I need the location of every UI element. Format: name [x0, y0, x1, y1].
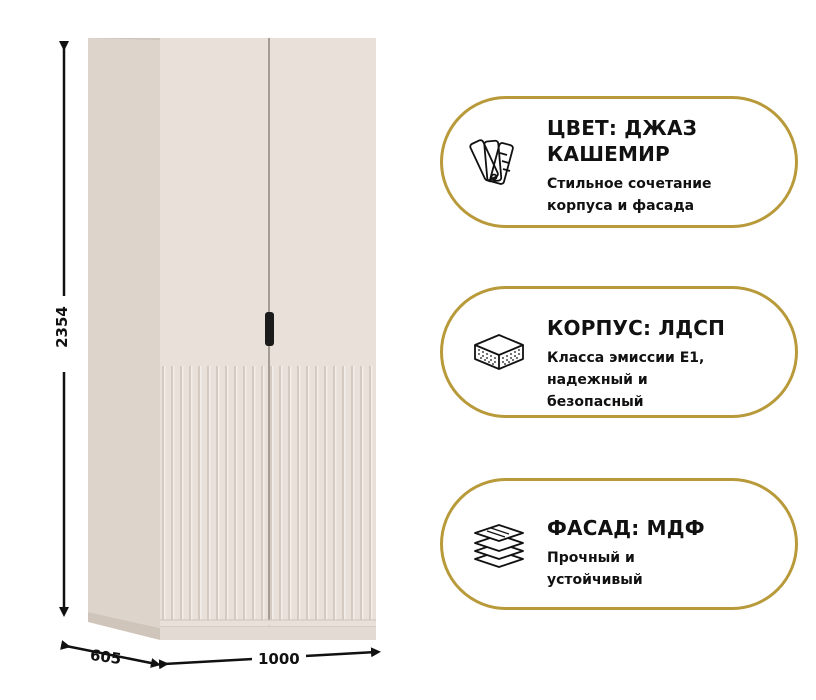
wardrobe-side-panel	[88, 38, 160, 628]
feature-facade-pill: ФАСАД: МДФ Прочный и устойчивый	[440, 478, 798, 610]
particle-board-icon	[474, 334, 524, 370]
feature-color-desc-line-1: Стильное сочетание	[547, 176, 712, 192]
feature-facade-desc-line-2: устойчивый	[547, 572, 643, 588]
feature-color-pill: ЦВЕТ: ДЖАЗ КАШЕМИР Стильное сочетание ко…	[440, 96, 798, 228]
feature-body-desc-line-2: надежный и	[547, 372, 648, 388]
right-door-fluted-panel	[270, 366, 376, 620]
feature-color-desc-line-2: корпуса и фасада	[547, 198, 695, 214]
depth-dimension-arrow	[60, 640, 161, 668]
feature-facade-title-line-1: ФАСАД: МДФ	[547, 516, 705, 540]
wardrobe-plinth	[160, 626, 376, 640]
left-door-fluted-panel	[160, 366, 268, 620]
feature-color-title-line-2: КАШЕМИР	[547, 142, 670, 166]
layered-board-icon	[474, 524, 524, 568]
feature-facade-desc-line-1: Прочный и	[547, 550, 635, 566]
feature-body-desc-line-1: Класса эмиссии Е1,	[547, 350, 705, 366]
width-dimension-label: 1000	[252, 650, 306, 668]
feature-body-title-line-1: КОРПУС: ЛДСП	[547, 316, 726, 340]
feature-body-pill: КОРПУС: ЛДСП Класса эмиссии Е1, надежный…	[440, 286, 798, 418]
height-dimension-label: 2354	[53, 306, 71, 348]
door-handle	[265, 312, 274, 346]
feature-color-title-line-1: ЦВЕТ: ДЖАЗ	[547, 116, 698, 140]
feature-body-desc-line-3: безопасный	[547, 394, 644, 410]
color-swatch-fan-icon	[469, 139, 514, 185]
